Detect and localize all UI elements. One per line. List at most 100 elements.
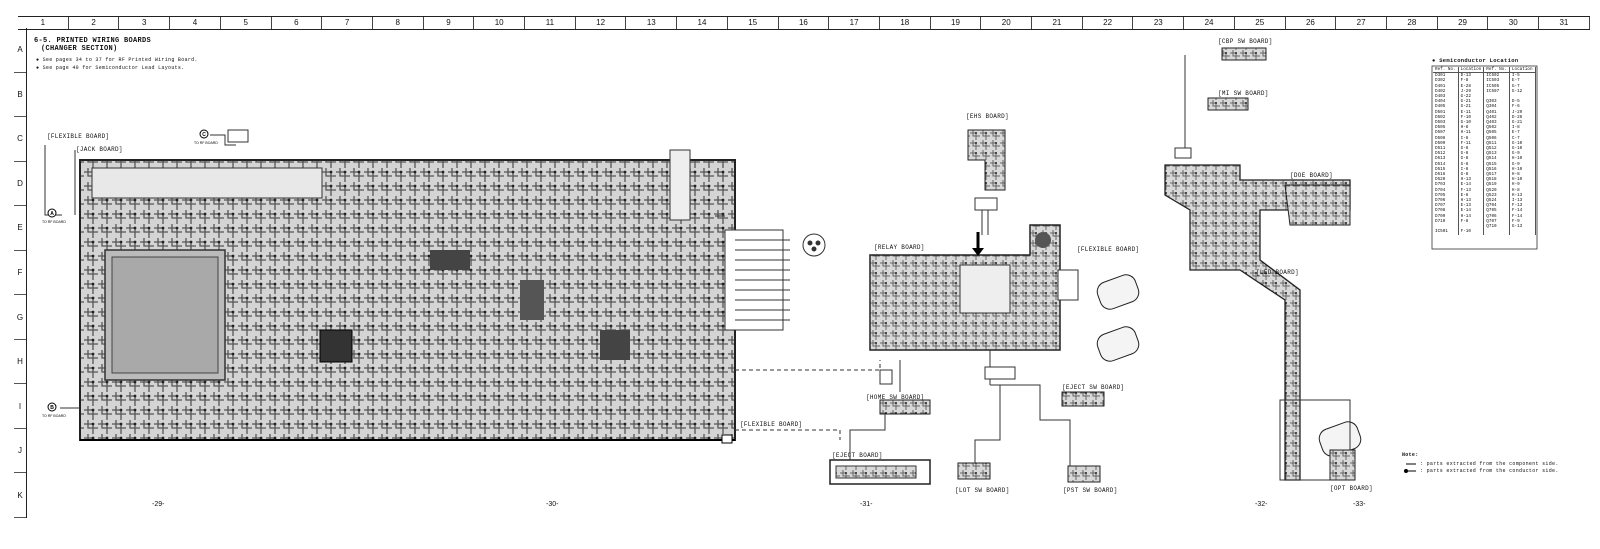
column-index: 22 [1083, 17, 1134, 29]
column-index: 8 [373, 17, 424, 29]
ref-no-cell: Q520 [1483, 187, 1510, 193]
column-index: 14 [677, 17, 728, 29]
board-label-home-sw: [HOME SW BOARD] [866, 394, 925, 401]
column-index: 2 [69, 17, 120, 29]
location-cell: F-13 [1458, 187, 1485, 193]
location-cell: F-8 [1458, 218, 1485, 225]
board-label-flexible-1: [FLEXIBLE BOARD] [47, 133, 110, 140]
location-cell: G-8 [1458, 161, 1485, 167]
ref-no-cell: Q514 [1483, 156, 1510, 162]
connector-c-letter: C [202, 132, 206, 138]
ref-no-cell: D704 [1433, 187, 1459, 193]
column-index: 19 [931, 17, 982, 29]
ref-no-cell: IC505 [1483, 83, 1510, 89]
ref-no-cell: D501 [1433, 109, 1459, 115]
location-cell: I-5 [1509, 72, 1536, 79]
page-number-32: -32- [1255, 501, 1268, 508]
ref-no-cell: D502 [1433, 114, 1459, 121]
location-cell: E-14 [1458, 182, 1485, 188]
location-cell: C-7 [1509, 135, 1536, 141]
column-index: 29 [1438, 17, 1489, 29]
col-header-loc-2: Location [1509, 67, 1536, 74]
col-header-ref-1: Ref. No. [1433, 67, 1459, 74]
ref-no-cell: Q403 [1483, 120, 1510, 126]
connector-a-circle [47, 208, 57, 218]
ref-no-cell: D706 [1433, 198, 1459, 204]
ref-no-cell: Q303 [1483, 99, 1510, 105]
semiconductor-table: Ref. No. Location Ref. No. Location D301… [1433, 67, 1536, 235]
location-cell: G-22 [1458, 94, 1485, 100]
ref-no-cell: Q519 [1483, 182, 1510, 188]
ehs-board-pcb [967, 129, 1006, 235]
location-cell: G-10 [1509, 140, 1536, 147]
location-cell: J-29 [1458, 88, 1485, 95]
ref-no-cell: D302 [1433, 78, 1459, 84]
ref-no-cell: D516 [1433, 172, 1459, 178]
column-index: 13 [626, 17, 678, 29]
note-rf-text: See pages 34 to 37 for RF Printed Wiring… [42, 57, 198, 63]
ref-no-cell: D401 [1433, 83, 1459, 89]
column-index: 30 [1488, 17, 1540, 29]
column-index: 9 [424, 17, 475, 29]
section-title: 6-5. PRINTED WIRING BOARDS [34, 37, 152, 45]
location-cell: F-13 [1509, 203, 1536, 209]
ref-no-cell [1483, 94, 1510, 100]
motor-loading [1096, 274, 1362, 457]
location-cell: E-14 [1458, 208, 1485, 214]
mi-sw-pcb [1207, 97, 1249, 111]
column-index: 7 [322, 17, 373, 29]
row-index: A [14, 28, 26, 73]
ref-no-cell: D520 [1433, 177, 1459, 183]
ref-no-cell: D709 [1433, 213, 1459, 219]
location-cell: G-7 [1509, 83, 1536, 89]
connector-a-target: TO RF BOARD [42, 220, 66, 224]
ref-no-cell: IC503 [1483, 78, 1510, 84]
column-index: 23 [1133, 17, 1185, 29]
location-cell: E-7 [1509, 130, 1536, 136]
row-index: D [14, 162, 26, 207]
cbp-sw-pcb [1184, 47, 1267, 150]
ref-no-cell [1433, 224, 1459, 230]
ref-no-cell: Q505 [1483, 130, 1510, 136]
ref-no-cell: D705 [1433, 192, 1459, 199]
board-label-jack: [JACK BOARD] [76, 146, 123, 153]
column-index: 28 [1387, 17, 1438, 29]
column-index: 6 [272, 17, 323, 29]
ref-no-cell: D404 [1433, 99, 1459, 105]
col-header-loc-1: Location [1458, 67, 1485, 74]
jack-output-harness [724, 229, 826, 331]
sw-wiring [849, 350, 1071, 466]
ref-no-cell: D512 [1433, 151, 1459, 157]
column-index: 20 [981, 17, 1033, 29]
ref-no-cell: D301 [1433, 72, 1459, 79]
ref-no-cell: Q513 [1483, 151, 1510, 157]
ref-no-cell: D405 [1433, 104, 1459, 110]
column-index: 4 [170, 17, 221, 29]
board-label-relay: [RELAY BOARD] [874, 244, 925, 251]
connector-b-target: TO RF BOARD [42, 414, 66, 418]
ref-no-cell: D505 [1433, 125, 1459, 131]
location-cell: H-10 [1509, 166, 1536, 173]
location-cell: G-10 [1458, 120, 1485, 126]
flexible-links [44, 129, 725, 409]
lot-sw-pcb [957, 462, 991, 480]
location-cell: F-10 [1458, 114, 1485, 121]
board-label-mi-sw: [MI SW BOARD] [1218, 90, 1269, 97]
ref-no-cell: Q516 [1483, 166, 1510, 173]
ref-no-cell: D708 [1433, 208, 1459, 214]
ref-no-cell: Q704 [1483, 203, 1510, 209]
column-index: 15 [728, 17, 779, 29]
